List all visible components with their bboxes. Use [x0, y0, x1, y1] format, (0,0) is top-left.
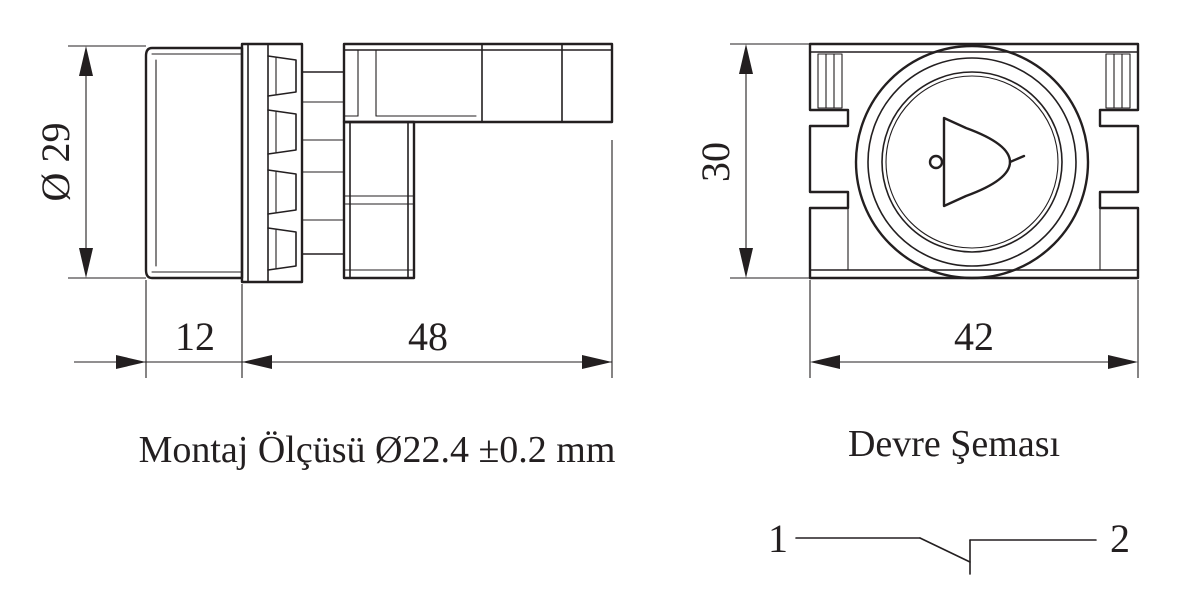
depth-body-label: 48	[408, 314, 448, 359]
neck	[301, 71, 345, 255]
locking-ring	[240, 42, 304, 284]
dimension-width: 42	[809, 280, 1139, 378]
dimension-height: 30	[693, 43, 810, 279]
mounting-caption: Montaj Ölçüsü Ø22.4 ±0.2 mm	[139, 429, 616, 471]
contact-block-upper	[342, 42, 614, 124]
dimension-diameter: Ø 29	[33, 45, 146, 279]
width-label: 42	[954, 314, 994, 359]
height-label: 30	[693, 142, 738, 182]
contact-block-lower	[342, 120, 416, 280]
front-view: 30 42	[693, 42, 1140, 378]
normally-open-contact-symbol	[795, 537, 1097, 575]
circuit-diagram: 1 2	[768, 516, 1130, 575]
depth-front-label: 12	[175, 314, 215, 359]
bell-icon	[928, 116, 1026, 208]
push-button	[854, 44, 1090, 280]
bezel-cap	[144, 46, 244, 280]
terminal-2-label: 2	[1110, 516, 1130, 561]
dimension-depth: 12 48	[74, 140, 613, 378]
diameter-label: Ø 29	[33, 123, 78, 202]
front-housing	[808, 42, 1140, 280]
terminal-1-label: 1	[768, 516, 788, 561]
side-view: Ø 29 12 48	[33, 42, 614, 378]
circuit-caption: Devre Şeması	[848, 423, 1060, 465]
